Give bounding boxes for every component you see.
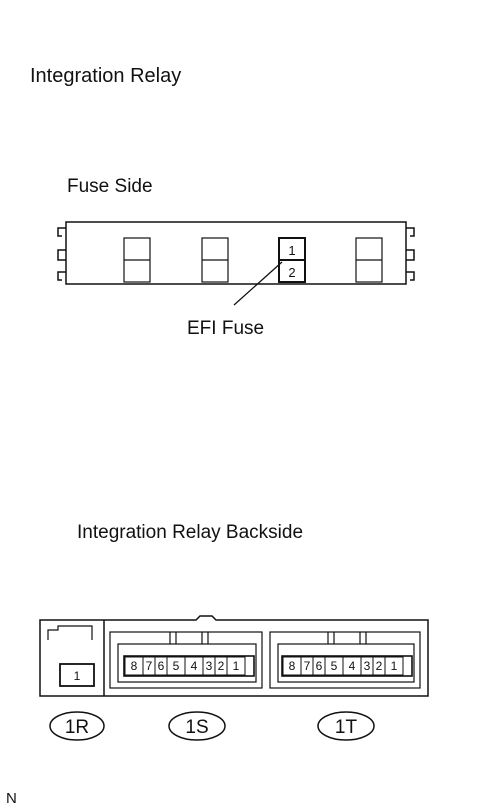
backside-heading: Integration Relay Backside xyxy=(77,522,304,543)
pin-cell xyxy=(226,656,246,676)
pin-cell xyxy=(384,656,404,676)
efi-fuse-callout: EFI Fuse xyxy=(187,318,265,339)
pin-label: 6 xyxy=(158,659,165,673)
connector-1s-housing xyxy=(109,631,263,689)
pin-label: 1 xyxy=(391,659,398,673)
fuse-slot-2 xyxy=(201,237,229,283)
connector-1r-housing xyxy=(47,625,95,687)
pin-label: 4 xyxy=(349,659,356,673)
fuse-slot-efi xyxy=(278,237,306,283)
connector-1t-badge xyxy=(317,711,375,741)
connector-1r-pin-1: 1 xyxy=(74,669,81,683)
pin-label: 7 xyxy=(146,659,153,673)
efi-terminal-2: 2 xyxy=(288,265,295,280)
diagram-title: Integration Relay xyxy=(30,65,182,87)
pin-label: 3 xyxy=(364,659,371,673)
connector-1s-badge xyxy=(168,711,226,741)
efi-leader-line xyxy=(233,261,283,306)
pin-label: 6 xyxy=(316,659,323,673)
corner-mark: N xyxy=(6,790,17,807)
pin-label: 8 xyxy=(131,659,138,673)
connector-1t-housing xyxy=(269,631,421,689)
connector-1r-id: 1R xyxy=(65,717,89,738)
pin-label: 1 xyxy=(233,659,240,673)
efi-terminal-1: 1 xyxy=(288,243,295,258)
pin-label: 5 xyxy=(173,659,180,673)
pin-label: 4 xyxy=(191,659,198,673)
fuse-slot-4 xyxy=(355,237,383,283)
pin-label: 7 xyxy=(304,659,311,673)
fuse-side-heading: Fuse Side xyxy=(67,176,153,197)
connector-1r-badge xyxy=(49,711,105,741)
pin-label: 2 xyxy=(218,659,225,673)
pin-label: 8 xyxy=(289,659,296,673)
pin-label: 2 xyxy=(376,659,383,673)
fuse-side-relay-body xyxy=(57,221,415,285)
connector-1t-id: 1T xyxy=(335,717,358,738)
pin-label: 5 xyxy=(331,659,338,673)
backside-relay-body xyxy=(39,615,429,697)
fuse-slot-1 xyxy=(123,237,151,283)
pin-label: 3 xyxy=(206,659,213,673)
connector-1s-id: 1S xyxy=(185,717,208,738)
